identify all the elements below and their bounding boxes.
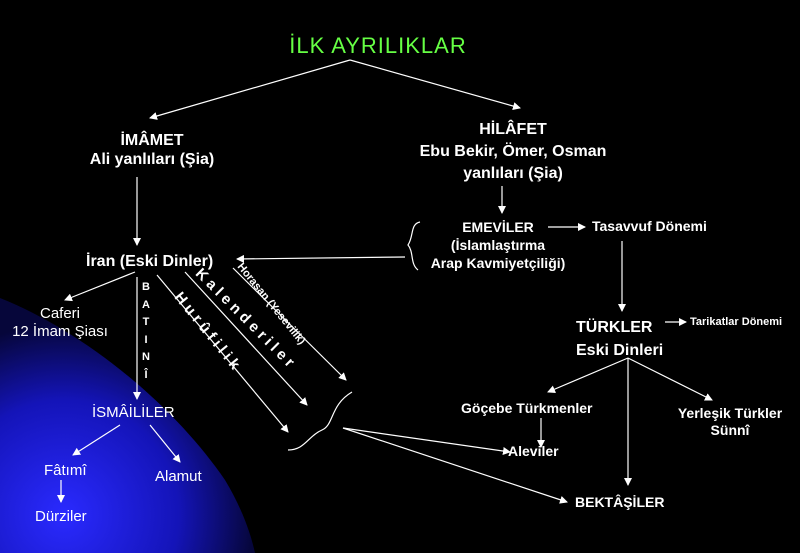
node-durziler: Dürziler	[35, 508, 87, 525]
node-hilafet-line2: Ebu Bekir, Ömer, Osman	[419, 143, 607, 160]
batini-letter: B	[142, 281, 150, 293]
node-yerlesik-line1: Yerleşik Türkler	[677, 405, 783, 421]
node-yerlesik-line2: Sünnî	[710, 421, 750, 438]
node-hilafet-line3: yanlıları (Şia)	[463, 165, 563, 182]
batini-letter: N	[142, 351, 150, 363]
node-caferi: Caferi 12 İmam Şiası	[12, 305, 108, 341]
diagram-title: İLK AYRILIKLAR	[289, 33, 467, 58]
node-emeviler-line2: (İslamlaştırma	[450, 237, 546, 253]
node-caferi-line1: Caferi	[39, 305, 80, 322]
node-gocebe: Göçebe Türkmenler	[461, 400, 593, 416]
node-bektasiler: BEKTÂŞİLER	[575, 494, 665, 510]
node-tasavvuf: Tasavvuf Dönemi	[592, 218, 707, 234]
node-imamet-line1: İMÂMET	[120, 132, 184, 149]
node-tarikatlar: Tarikatlar Dönemi	[690, 316, 783, 328]
node-turkler: TÜRKLER Eski Dinleri	[576, 316, 663, 362]
node-caferi-line2: 12 İmam Şiası	[12, 323, 108, 340]
node-alamut: Alamut	[155, 468, 202, 485]
batini-letter: T	[142, 316, 150, 328]
batini-letter: Î	[144, 368, 148, 381]
node-imamet: İMÂMET Ali yanlıları (Şia)	[90, 131, 214, 169]
node-aleviler: Aleviler	[508, 443, 559, 459]
node-fatimi: Fâtımî	[44, 462, 87, 479]
node-emeviler-line3: Arap Kavmiyetçiliği)	[430, 255, 566, 271]
batini-letter: A	[142, 298, 150, 311]
batini-letter: I	[144, 333, 148, 346]
node-hilafet-line1: HİLÂFET	[479, 121, 547, 138]
label-batini: B A T I N Î	[139, 279, 153, 384]
node-yerlesik: Yerleşik Türkler Sünnî	[678, 405, 782, 439]
node-emeviler-line1: EMEVİLER	[462, 219, 534, 235]
node-imamet-line2: Ali yanlıları (Şia)	[89, 151, 215, 169]
node-ismaililer: İSMÂİLİLER	[92, 404, 175, 421]
node-turkler-line1: TÜRKLER	[576, 319, 653, 336]
node-emeviler: EMEVİLER (İslamlaştırma Arap Kavmiyetçil…	[431, 218, 566, 272]
node-iran: İran (Eski Dinler)	[86, 253, 214, 270]
node-turkler-line2: Eski Dinleri	[576, 342, 664, 359]
node-hilafet: HİLÂFET Ebu Bekir, Ömer, Osman yanlıları…	[420, 119, 607, 185]
